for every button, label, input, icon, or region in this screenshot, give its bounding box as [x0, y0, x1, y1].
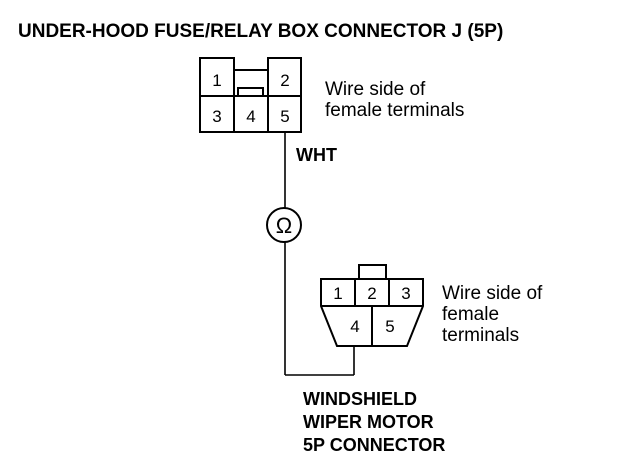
ohmmeter-icon — [266, 207, 302, 243]
wire-color-label: WHT — [296, 145, 337, 165]
lower-pin-label: 2 — [367, 284, 376, 303]
upper-pin-label: 1 — [212, 71, 221, 90]
lower-pin-label: 3 — [401, 284, 410, 303]
lower-pin-label: 4 — [350, 317, 359, 336]
upper-pin-label: 4 — [246, 107, 255, 126]
bottom-label-line: WIPER MOTOR — [303, 412, 434, 432]
ohmmeter-symbol: Ω — [276, 213, 292, 238]
diagram-title: UNDER-HOOD FUSE/RELAY BOX CONNECTOR J (5… — [18, 21, 503, 42]
upper-connector-pins: 1 2 3 4 5 — [212, 71, 289, 126]
lower-connector-pins: 1 2 3 4 5 — [333, 284, 410, 336]
upper-connector-caption-line: Wire side of — [325, 79, 426, 100]
lower-connector-caption-line: Wire side of — [442, 283, 543, 304]
lower-connector-caption-line: terminals — [442, 325, 519, 346]
lower-connector-caption-line: female — [442, 304, 499, 325]
upper-connector — [199, 57, 302, 133]
upper-pin-label: 5 — [280, 107, 289, 126]
lower-connector-lock-tab — [358, 264, 387, 280]
upper-connector-caption-line: female terminals — [325, 100, 464, 121]
bottom-label-line: 5P CONNECTOR — [303, 435, 445, 455]
upper-connector-lock-tab — [237, 87, 264, 97]
test-wire — [284, 132, 355, 376]
upper-pin-label: 2 — [280, 71, 289, 90]
upper-pin-label: 3 — [212, 107, 221, 126]
bottom-label-line: WINDSHIELD — [303, 389, 417, 409]
lower-pin-label: 5 — [385, 317, 394, 336]
lower-connector — [320, 264, 424, 347]
lower-pin-label: 1 — [333, 284, 342, 303]
